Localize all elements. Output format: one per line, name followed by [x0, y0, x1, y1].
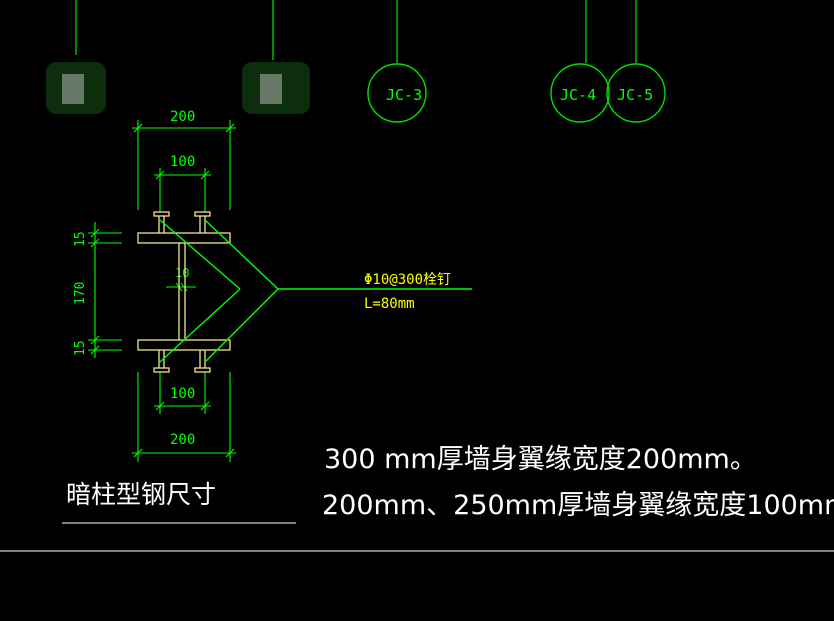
axis-label-jc4: JC-4: [560, 86, 596, 104]
dim-tick: [90, 345, 100, 355]
dim-tick: [200, 401, 210, 411]
dim-text-top-inner: 100: [170, 154, 195, 170]
axis-bubble-jc4: [550, 63, 610, 123]
stud-leader: [159, 219, 472, 363]
bottom-stud-left-head: [153, 367, 170, 373]
dim-tick: [225, 448, 235, 458]
dim-tick: [90, 335, 100, 345]
dim-tick: [225, 123, 235, 133]
dim-text-left-bottom: 15: [73, 340, 88, 356]
left-dimension-lines: [88, 222, 122, 358]
dim-text-top-outer: 200: [170, 109, 195, 125]
dim-tick: [155, 170, 165, 180]
axis-bubble-jc5: [606, 63, 666, 123]
axis-label-jc5: JC-5: [617, 86, 653, 104]
bottom-dimension-lines: [132, 372, 236, 462]
dim-tick: [90, 228, 100, 238]
leader-line-upper-outer: [204, 219, 279, 290]
detail-title: 暗柱型钢尺寸: [66, 480, 216, 509]
dim-tick: [155, 401, 165, 411]
blur-patch-1: [62, 74, 84, 104]
leader-line-upper: [159, 219, 241, 290]
note-line-2: 200mm、250mm厚墙身翼缘宽度100mm。: [322, 490, 834, 521]
dim-tick: [133, 123, 143, 133]
dim-text-bottom-inner: 100: [170, 386, 195, 402]
top-stud-left-head: [153, 211, 170, 217]
top-dimension-lines: [132, 120, 236, 212]
dim-text-left-mid: 170: [73, 282, 88, 305]
leader-line-lower-outer: [204, 288, 279, 363]
dim-tick: [90, 238, 100, 248]
dim-text-left-top: 15: [73, 231, 88, 247]
stud-length-label: L=80mm: [364, 296, 415, 312]
blurred-bubbles: [46, 62, 310, 114]
blur-patch-2: [260, 74, 282, 104]
grid-lines: [75, 0, 637, 63]
stud-spec-label: Φ10@300栓钉: [364, 272, 451, 288]
dim-text-bottom-outer: 200: [170, 432, 195, 448]
axis-bubble-jc3: [367, 63, 427, 123]
note-line-1: 300 mm厚墙身翼缘宽度200mm。: [324, 444, 757, 475]
axis-label-jc3: JC-3: [386, 86, 422, 104]
dim-text-web: 10: [175, 266, 189, 280]
steel-section: [137, 211, 231, 373]
dim-tick: [133, 448, 143, 458]
axis-bubbles: [367, 63, 666, 123]
top-stud-right-head: [194, 211, 211, 217]
bottom-stud-right-head: [194, 367, 211, 373]
dim-tick: [200, 170, 210, 180]
leader-line-lower: [159, 288, 241, 363]
dim-tick: [180, 282, 188, 292]
top-flange: [137, 232, 231, 244]
